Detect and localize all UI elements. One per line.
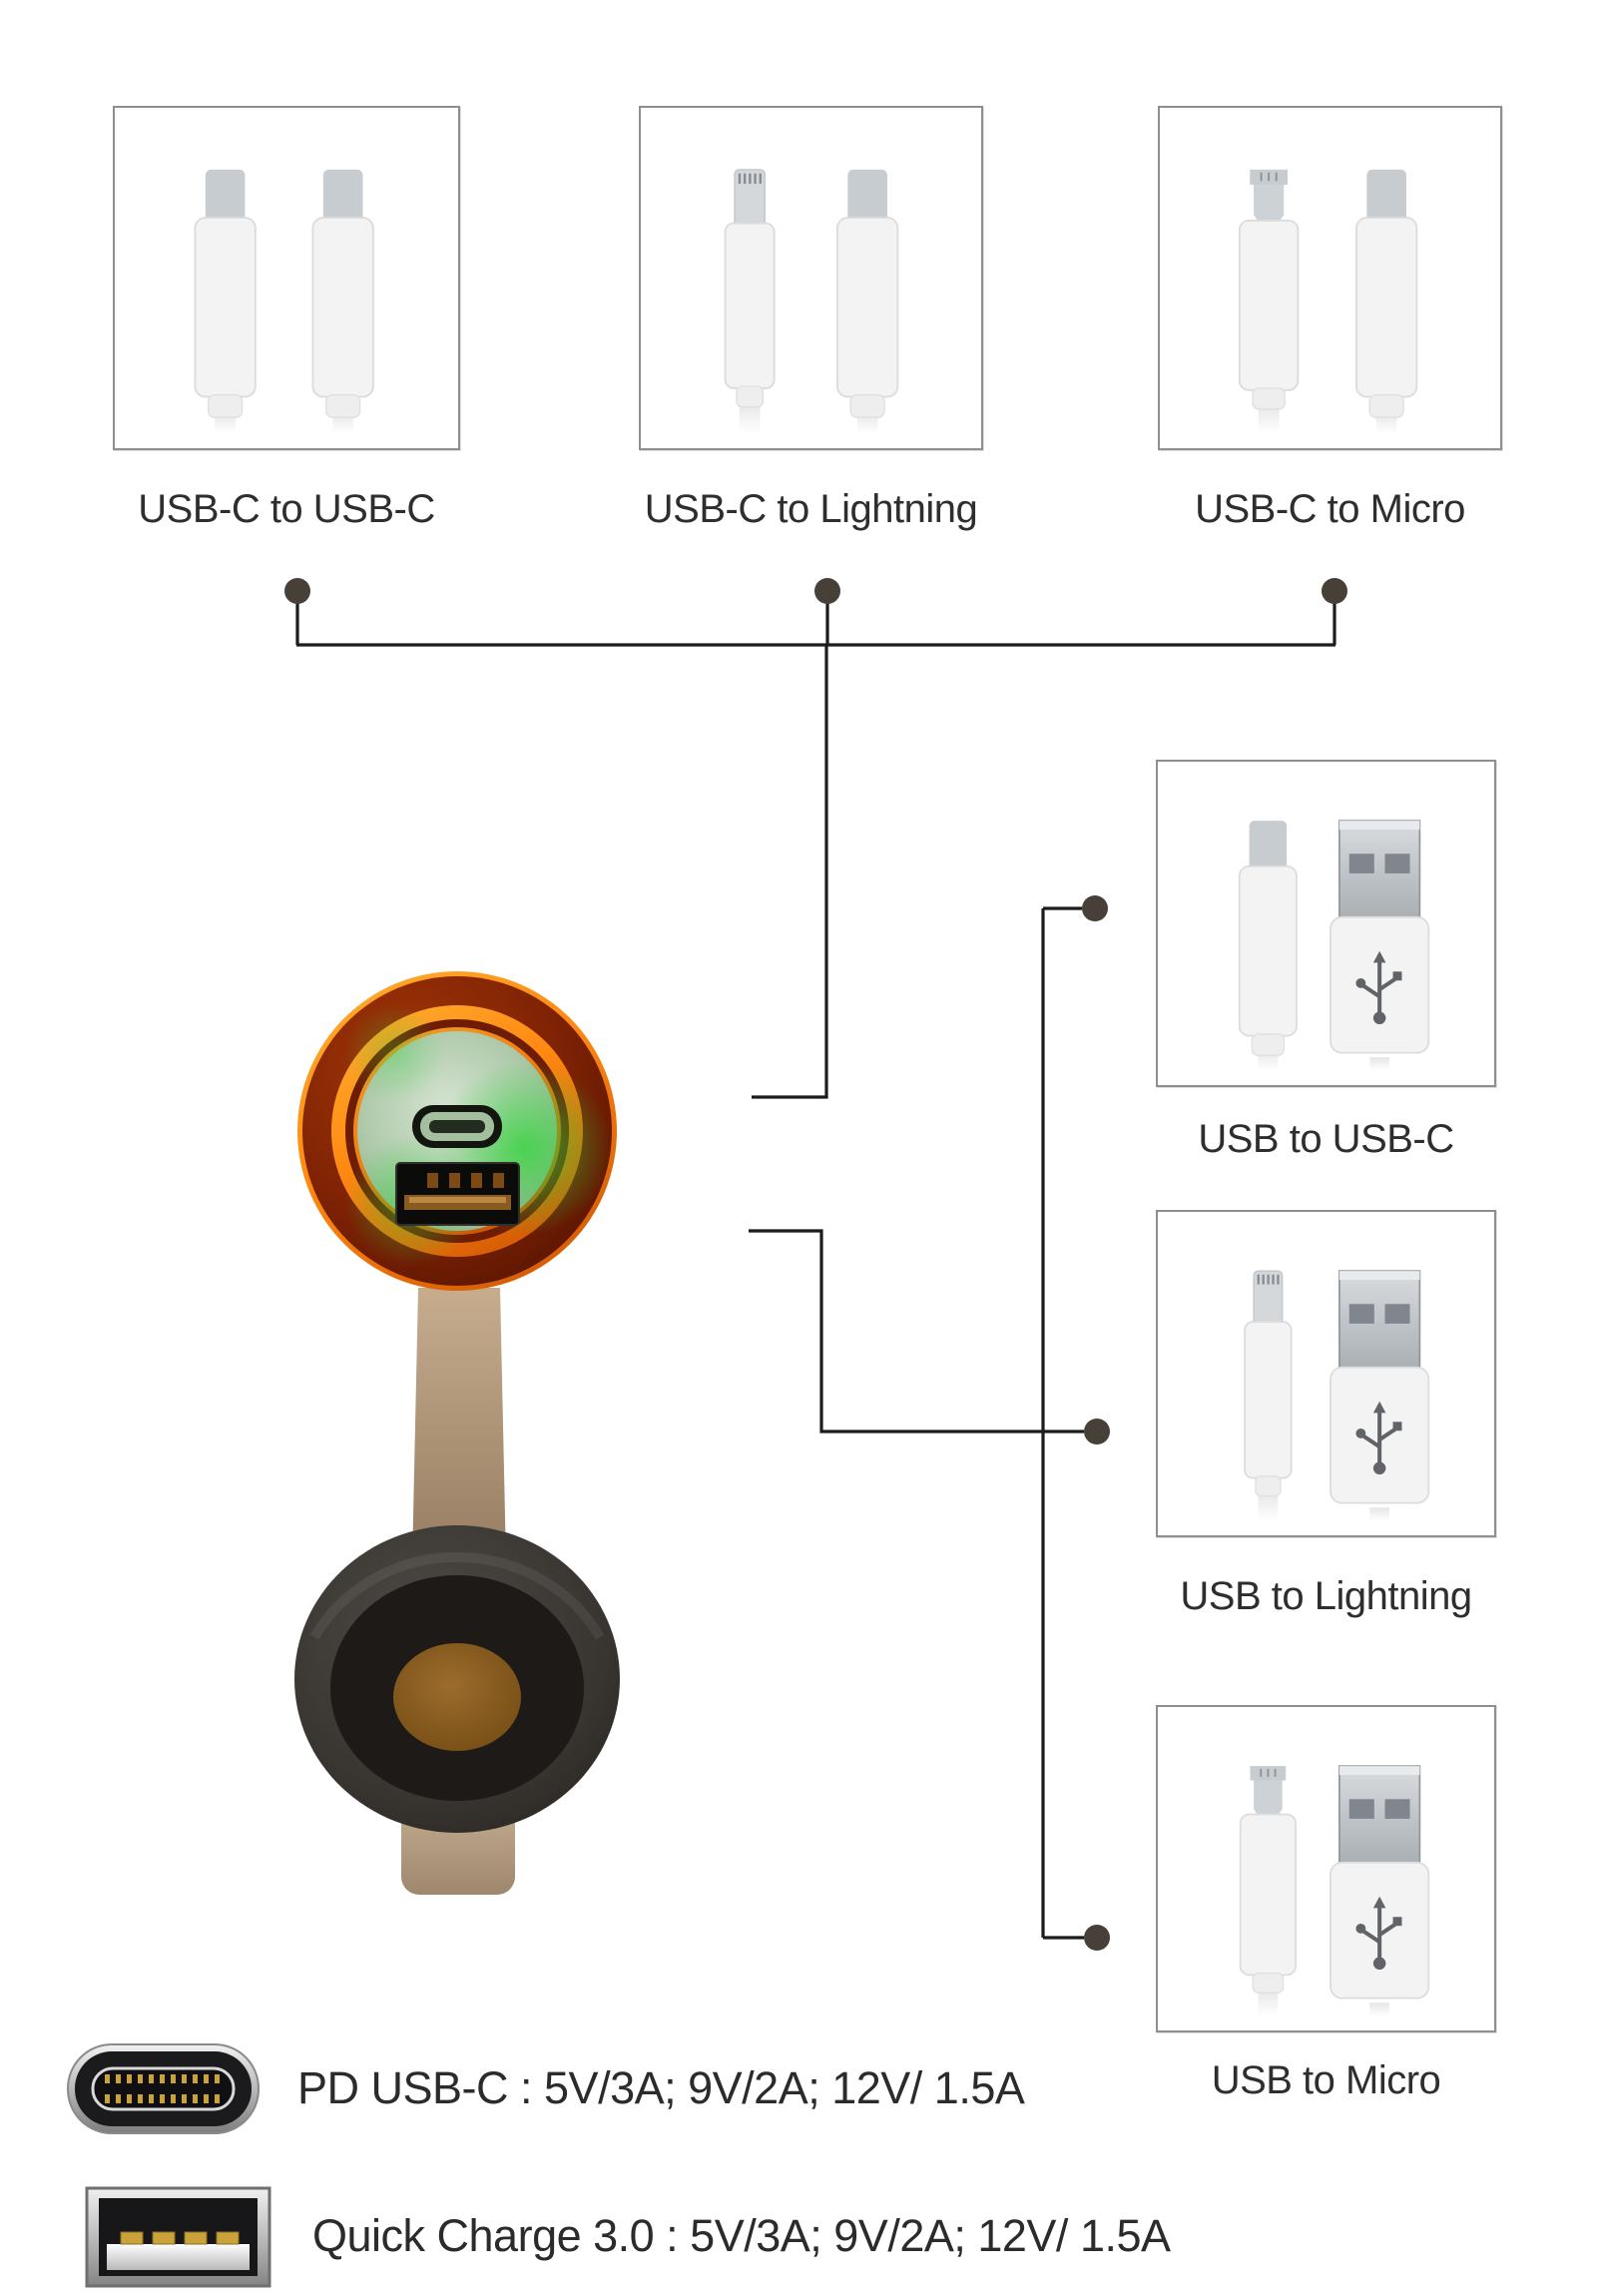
usb-to-usbc-cable-image [1168,772,1484,1075]
usbc-port [412,1105,502,1148]
usb-a-port-icon [85,2186,271,2288]
quick-charge-spec-text: Quick Charge 3.0 : 5V/3A; 9V/2A; 12V/ 1.… [312,2210,1171,2261]
pd-usbc-spec-text: PD USB-C : 5V/3A; 9V/2A; 12V/ 1.5A [297,2062,1025,2113]
cable-label-usb-to-lightning: USB to Lightning [1180,1574,1472,1618]
usb-c-port-icon [67,2043,260,2134]
cable-label-usbc-to-usbc: USB-C to USB-C [138,487,435,531]
usb-to-lightning-cable-image [1168,1222,1484,1525]
usbc-to-usbc-cable-image [125,118,448,438]
usbc-to-lightning-cable-image [651,118,971,438]
charger-strap [412,1288,506,1562]
cable-box-usbc-to-micro [1158,106,1502,450]
charger-head [297,971,617,1291]
cable-box-usbc-to-usbc [113,106,460,450]
usba-port [395,1162,520,1226]
cable-label-usb-to-usbc: USB to USB-C [1198,1117,1454,1161]
cable-box-usb-to-usbc [1156,760,1496,1087]
cable-label-usbc-to-lightning: USB-C to Lightning [644,487,978,531]
cable-label-usb-to-micro: USB to Micro [1211,2058,1441,2102]
cable-label-usbc-to-micro: USB-C to Micro [1195,487,1465,531]
cable-box-usb-to-micro [1156,1705,1496,2032]
usbc-to-micro-cable-image [1170,118,1490,438]
cable-box-usb-to-lightning [1156,1210,1496,1537]
cable-box-usbc-to-lightning [639,106,983,450]
usb-to-micro-cable-image [1168,1717,1484,2020]
charger-cap [294,1525,620,1833]
car-charger-photo [294,971,620,1895]
